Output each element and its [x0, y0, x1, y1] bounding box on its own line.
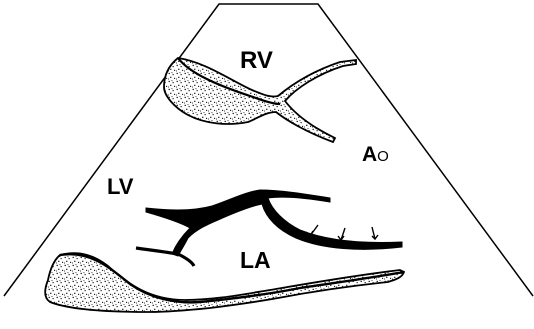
label-la: LA [240, 247, 271, 273]
anterior-mitral-leaflet [146, 190, 402, 256]
label-rv: RV [240, 47, 273, 74]
label-lv: LV [107, 174, 134, 199]
label-ao-sub: O [377, 148, 389, 165]
posterior-mitral-leaflet [136, 248, 194, 266]
label-ao-main: A [362, 143, 377, 166]
label-ao: AO [362, 143, 389, 166]
